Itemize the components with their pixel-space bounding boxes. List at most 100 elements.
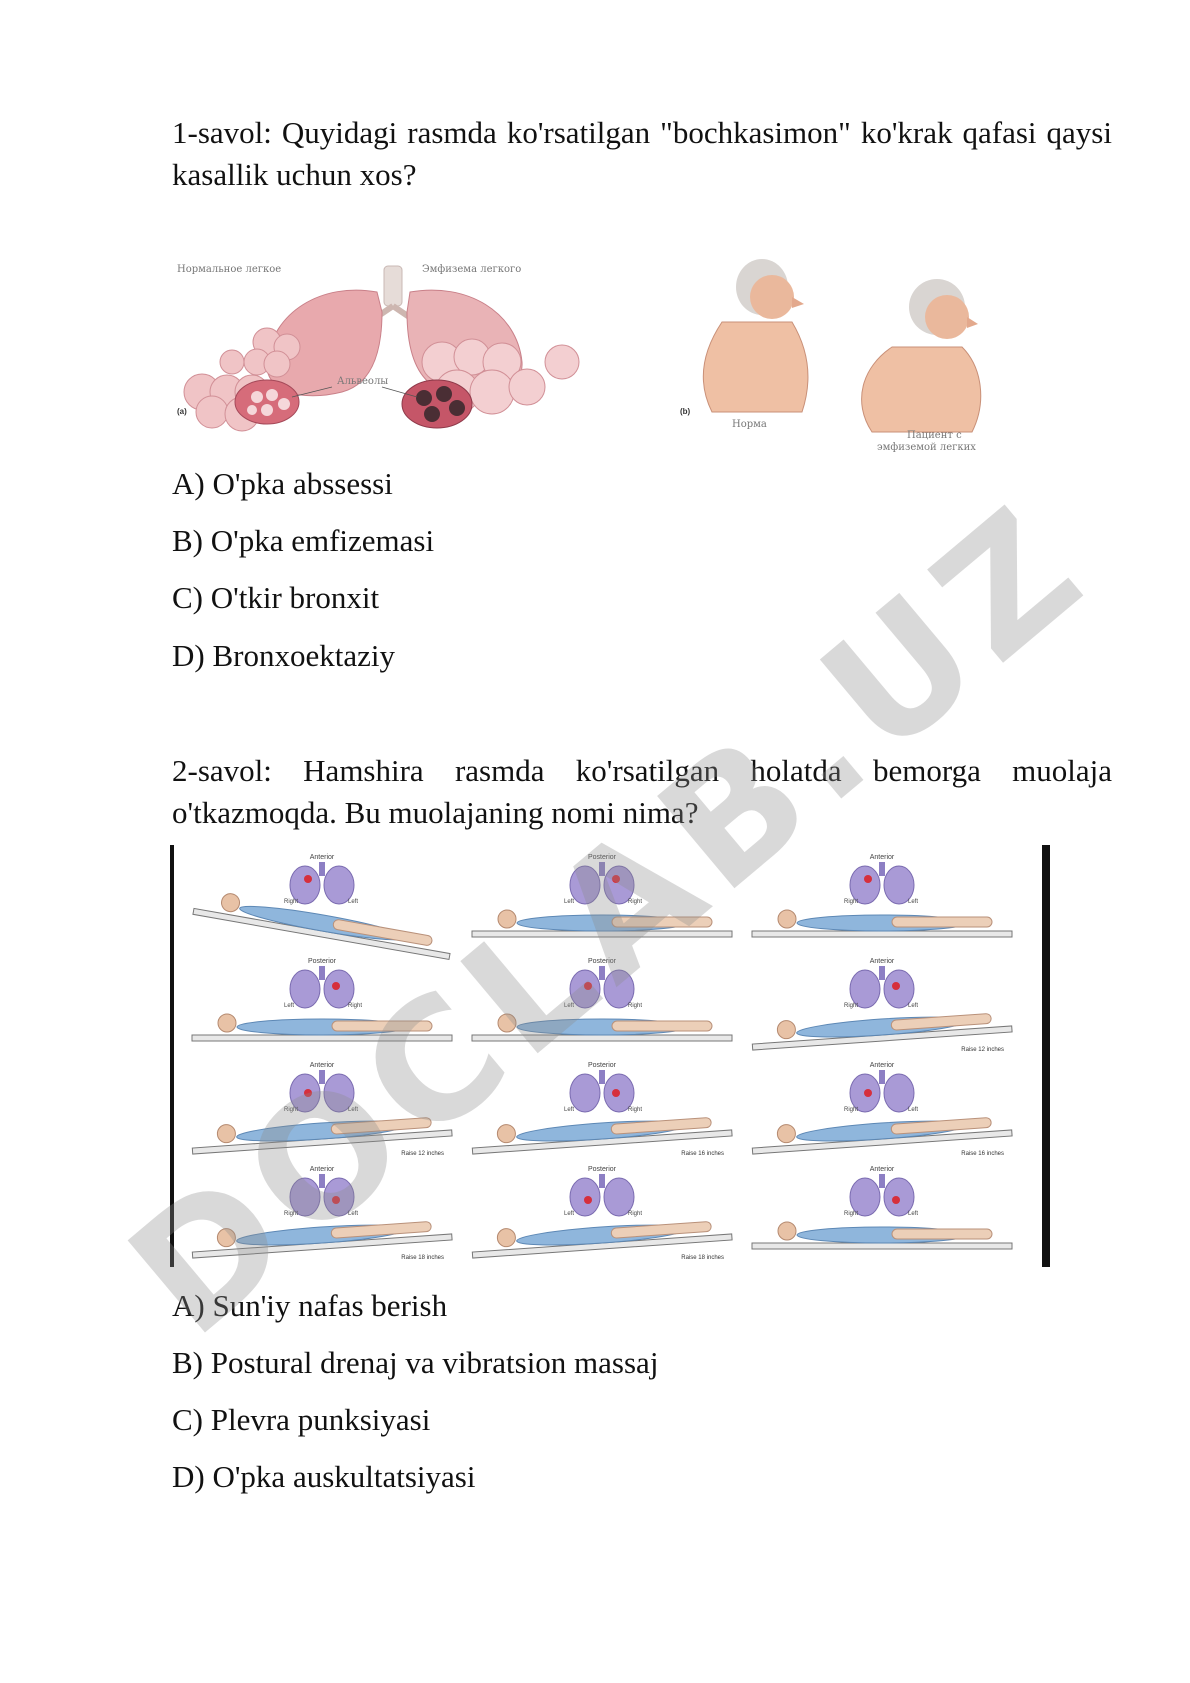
right-lung-shape (883, 1073, 915, 1113)
panel-a-label: (a) (177, 407, 187, 416)
drainage-target-spot (892, 1196, 900, 1204)
norm-label: Норма (732, 419, 767, 430)
lung-view-label: Anterior (310, 1062, 335, 1069)
patient-head-shape (777, 1221, 797, 1241)
drainage-target-spot (612, 1089, 620, 1097)
raise-label: Raise 18 inches (401, 1255, 444, 1261)
lung-view-label: Anterior (870, 854, 895, 861)
trachea-shape (879, 966, 885, 980)
drainage-target-spot (584, 982, 592, 990)
raise-label: Raise 12 inches (401, 1151, 444, 1157)
lung-side-left-label: Right (284, 1211, 298, 1217)
patient-legs-shape (891, 1228, 993, 1240)
patient-head-shape (221, 893, 241, 913)
bed-and-patient (191, 1013, 453, 1042)
left-lung-shape (569, 1073, 601, 1113)
patient-head-shape (216, 1124, 236, 1144)
bed-and-patient (751, 1117, 1013, 1155)
lung-view-label: Anterior (870, 1062, 895, 1069)
bed-and-patient (471, 909, 733, 938)
lung-view-label: Anterior (870, 1166, 895, 1173)
q2-option-a: A) Sun'iy nafas berish (172, 1288, 448, 1323)
trachea-shape (879, 862, 885, 876)
lung-side-left-label: Right (844, 1003, 858, 1009)
lung-side-right-label: Right (628, 1211, 642, 1217)
trachea-shape (599, 966, 605, 980)
patient-head-shape (777, 909, 797, 929)
patient-label-line2: эмфиземой легких (877, 442, 976, 453)
trachea-shape (879, 1174, 885, 1188)
patient-legs-shape (330, 1221, 432, 1239)
lung-side-left-label: Right (844, 1211, 858, 1217)
patient-head-shape (776, 1124, 796, 1144)
right-lung-shape (323, 1073, 355, 1113)
patient-legs-shape (330, 1117, 432, 1135)
left-lung-shape (849, 865, 881, 905)
left-lung-shape (849, 1177, 881, 1217)
lung-side-left-label: Left (564, 899, 574, 905)
lung-view-label: Posterior (588, 1062, 617, 1069)
patient-legs-shape (890, 1117, 992, 1135)
drainage-target-spot (892, 982, 900, 990)
lung-side-left-label: Right (844, 1107, 858, 1113)
lung-side-left-label: Right (284, 1107, 298, 1113)
left-lung-shape (569, 1177, 601, 1217)
patient-head-shape (217, 1013, 237, 1033)
lung-side-right-label: Left (348, 899, 358, 905)
bed-and-patient (751, 1221, 1013, 1250)
patient-legs-shape (891, 916, 993, 928)
patient-legs-shape (611, 916, 713, 928)
trachea-shape (319, 1174, 325, 1188)
lung-view-label: Posterior (308, 958, 337, 965)
question-1-figure: Нормальное легкое Эмфизема легкого (177, 259, 982, 453)
normal-lung-label: Нормальное легкое (177, 264, 281, 275)
lung-view-label: Anterior (310, 854, 335, 861)
bed-shape (471, 1034, 733, 1042)
lung-side-right-label: Right (348, 1003, 362, 1009)
patient-head-shape (216, 1228, 236, 1248)
panel-b-label: (b) (680, 407, 691, 416)
patient-head-shape (496, 1124, 516, 1144)
raise-label: Raise 18 inches (681, 1255, 724, 1261)
lung-view-label: Anterior (870, 958, 895, 965)
left-lung-shape (569, 865, 601, 905)
drainage-target-spot (864, 875, 872, 883)
emphysema-lung-label: Эмфизема легкого (422, 264, 521, 275)
patient-head-shape (497, 909, 517, 929)
drainage-target-spot (864, 1089, 872, 1097)
lung-view-label: Anterior (310, 1166, 335, 1173)
q2-option-c: C) Plevra punksiyasi (172, 1402, 431, 1437)
trachea-shape (319, 966, 325, 980)
right-lung-shape (323, 1177, 355, 1217)
trachea-shape (599, 1070, 605, 1084)
question-1-text: 1-savol: Quyidagi rasmda ko'rsatilgan "b… (172, 115, 1112, 192)
drainage-target-spot (584, 1196, 592, 1204)
patient-legs-shape (332, 919, 433, 946)
lung-side-right-label: Left (908, 899, 918, 905)
lung-view-label: Posterior (588, 1166, 617, 1173)
q1-option-d: D) Bronxoektaziy (172, 638, 395, 673)
trachea-shape (319, 862, 325, 876)
figure-left-border (170, 845, 174, 1267)
patient-head-shape (497, 1013, 517, 1033)
left-lung-shape (289, 969, 321, 1009)
drainage-target-spot (304, 875, 312, 883)
patient-head-shape (496, 1228, 516, 1248)
q1-option-a: A) O'pka abssessi (172, 466, 393, 501)
lung-side-right-label: Left (908, 1211, 918, 1217)
q1-option-b: B) O'pka emfizemasi (172, 523, 435, 558)
drainage-target-spot (332, 982, 340, 990)
right-lung-shape (883, 969, 915, 1009)
trachea-shape (319, 1070, 325, 1084)
right-lung-shape (323, 865, 355, 905)
alveoli-label: Альвеолы (337, 376, 388, 387)
bed-shape (751, 1242, 1013, 1250)
right-lung-shape (603, 969, 635, 1009)
lung-side-left-label: Left (284, 1003, 294, 1009)
right-lung-shape (603, 1177, 635, 1217)
